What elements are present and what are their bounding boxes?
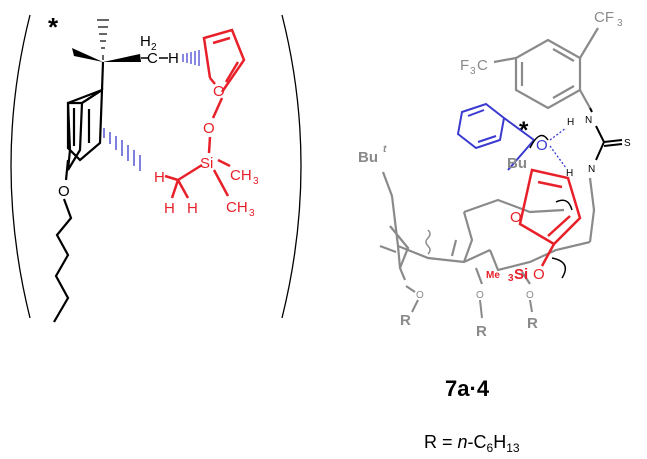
cf3-top: CF [594,9,614,26]
bond-c-s-1 [603,139,623,143]
ch3-top: CH [230,167,252,184]
compound-label-dot: · [469,376,476,401]
thio-s: S [624,138,631,149]
hexyl-chain [53,198,73,323]
r-def-prefix: R = [424,432,458,452]
ether-o: O [203,120,215,137]
r-group-1: R [400,312,411,329]
thiourea-backbone [595,125,606,161]
silyl-me: Me [486,270,500,281]
bu-center: Bu [507,155,527,172]
ch3-top-sub: 3 [253,176,259,187]
carbonyl-o: O [536,137,548,154]
bond-ring-o [64,159,70,181]
bond-o3-r3 [529,299,533,313]
bond-si-ch3-bottom [212,169,230,197]
f3c-left-f: F [460,57,469,74]
bis-cf3-aryl [493,27,599,110]
wedge-to-ch2 [103,54,141,62]
methyl-h-3: H [187,200,198,217]
calixarene-frame [379,171,596,293]
bond-furan-o [211,97,224,119]
hashed-methyl-up [97,19,109,60]
bond-aryl-n [589,107,593,113]
si-atom: Si [200,155,213,172]
ch3-bottom-sub: 3 [249,208,255,219]
hbond-blue [549,127,567,169]
r-def-c: -C [468,432,487,452]
phenol-o: O [58,183,70,200]
bond-si-ch3-top [217,158,231,168]
compound-label-part2: 4 [477,376,490,401]
ch2-sub: 2 [151,42,157,53]
right-structure: CF 3 F 3 C H N S H N * O [358,9,631,340]
cf3-top-sub: 3 [617,18,623,29]
curved-arrow-mid [555,199,573,211]
right-bracket [281,14,302,319]
bond-cq-ring [100,61,105,91]
r-def-italic-n: n [458,432,468,452]
nh-top-n: N [585,115,592,126]
bond-c-s-2 [603,143,623,147]
wedge-methyl-left [72,48,103,62]
c-atom: C [147,50,158,67]
nh-bottom-h: H [566,168,573,179]
r-def-sub13: 13 [506,441,520,455]
methyl-h-1: H [154,169,165,186]
bond-si-c [177,163,203,182]
bond-o-si [207,136,212,154]
left-bracket [10,14,31,319]
left-structure: * H 2 C H [10,12,302,323]
f3c-left-c: C [477,57,488,74]
silyl-sub: 3 [508,273,514,284]
bond-c-h2 [170,179,180,199]
r-def-h: H [493,432,506,452]
ch3-bottom: CH [226,199,248,216]
furan-o: O [213,83,225,100]
ch2-h: H [140,33,151,50]
r-group-3: R [527,315,538,332]
nh-bottom-n: N [588,164,595,175]
lower-o-1: O [416,290,424,301]
bond-o1-r1 [411,299,419,313]
bu-left: Bu [358,149,378,166]
curved-arrow-bottom [551,257,567,279]
r-group-2: R [476,323,487,340]
methyl-h-2: H [164,200,175,217]
lower-o-3: O [526,290,534,301]
curved-arrow-top [529,134,549,149]
silyl-si: Si [514,266,528,283]
ch-pi-interaction-ring [103,128,141,171]
compound-label: 7a·4 [445,376,490,401]
bond-o2-r2 [479,299,483,319]
furan-ring-red [202,28,246,93]
furan-ring-red-right [518,168,582,267]
h-atom: H [168,50,179,67]
benzoyl-blue [456,102,535,171]
stereo-asterisk-right: * [519,117,529,144]
wavy-bond [425,229,431,255]
f3c-left-sub: 3 [470,66,476,77]
compound-label-part1: 7a [445,376,470,401]
bu-left-sup: t [383,144,387,155]
lower-o-2: O [476,290,484,301]
r-definition: R = n-C6H13 [424,432,520,455]
ch-pi-interaction-furan [182,50,200,66]
r-def-sub6: 6 [487,441,494,455]
silyl-o: O [533,266,545,283]
nh-top-h: H [567,117,574,128]
bond-c-h1 [164,174,179,182]
benzene-ring [66,87,104,171]
stereo-asterisk: * [48,12,59,42]
furan-o-right: O [510,209,522,226]
bond-c-h3 [176,179,190,199]
